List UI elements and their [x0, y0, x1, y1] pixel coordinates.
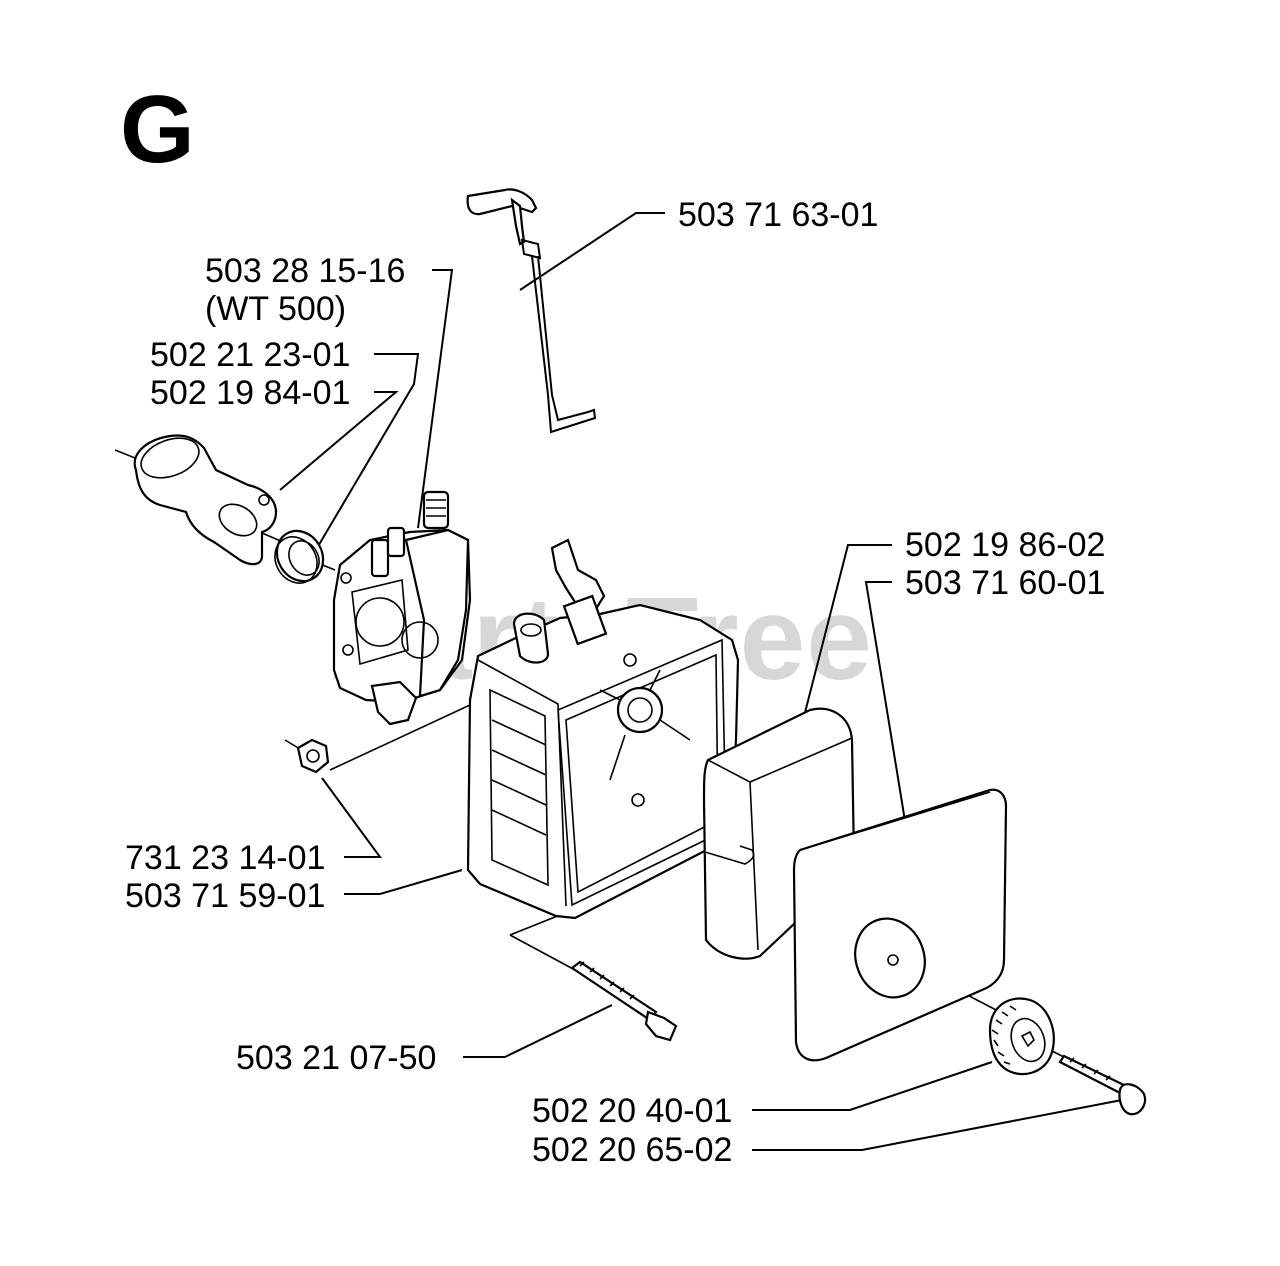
intake-adapter-part — [133, 434, 278, 566]
label-intake-adapter: 502 19 84-01 — [150, 374, 351, 412]
leader-carburetor — [417, 269, 454, 529]
leader-air-box — [344, 869, 463, 895]
label-knob-screw: 502 20 65-02 — [532, 1131, 733, 1169]
label-filter-element: 502 19 86-02 — [905, 526, 1106, 564]
nut-part — [296, 738, 330, 774]
label-carburetor-note: (WT 500) — [205, 290, 347, 328]
label-nut: 731 23 14-01 — [125, 839, 326, 877]
leader-primer-wire — [519, 212, 665, 291]
filter-cover-part — [792, 788, 1008, 1062]
label-air-box: 503 71 59-01 — [125, 877, 326, 915]
leader-long-screw — [463, 1004, 613, 1058]
leader-knob — [752, 1061, 993, 1111]
label-long-screw: 503 21 07-50 — [236, 1039, 437, 1077]
label-carburetor: 503 28 15-16 — [205, 252, 406, 290]
label-primer-wire: 503 71 63-01 — [678, 196, 879, 234]
label-gasket: 502 21 23-01 — [150, 336, 351, 374]
air-box-part — [466, 538, 740, 920]
carburetor-part — [332, 490, 472, 726]
gasket-ring-part — [274, 529, 325, 584]
primer-wire-part — [466, 188, 597, 434]
leader-knob-screw — [752, 1099, 1123, 1151]
leader-intake-adapter — [279, 391, 399, 491]
knob-part — [988, 997, 1055, 1076]
long-screw-part — [570, 960, 678, 1042]
knob-screw-part — [1058, 1054, 1147, 1116]
label-filter-cover: 503 71 60-01 — [905, 564, 1106, 602]
leader-filter-cover — [864, 581, 923, 926]
leader-filter-element — [799, 544, 892, 733]
label-knob: 502 20 40-01 — [532, 1092, 733, 1130]
section-letter: G — [120, 76, 195, 183]
leader-lines — [279, 212, 1123, 1151]
leader-gasket — [303, 353, 420, 571]
leader-nut — [321, 777, 382, 858]
